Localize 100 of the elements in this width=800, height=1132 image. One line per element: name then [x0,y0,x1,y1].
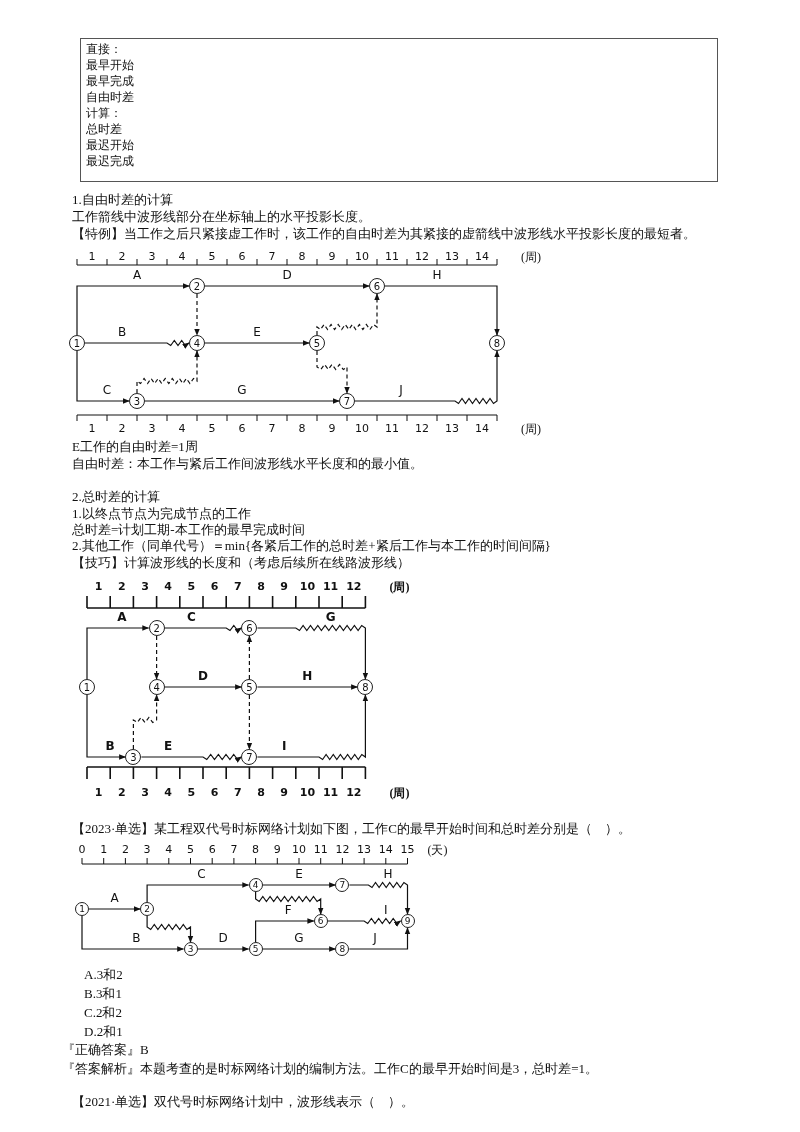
axis-unit: (周) [521,422,541,436]
arrow [246,635,253,680]
event-node: 3 [125,749,142,765]
list-item: 直接： [86,41,122,57]
tick-label: 6 [238,250,246,264]
edge-label: C [187,611,196,624]
tick-label: 12 [335,843,350,857]
list-item: 总时差 [86,121,122,137]
arrow [84,339,190,349]
list-item: 自由时差 [86,89,134,105]
event-node: 2 [189,278,205,294]
tick-label: 5 [187,786,196,800]
tick-label: 3 [141,786,149,800]
arrow [76,283,190,336]
text-line: 『正确答案』B [62,1041,149,1058]
event-node: 8 [489,335,505,351]
event-node: 8 [335,942,350,956]
text-line: 2.其他工作（同单代号）＝min{各紧后工作的总时差+紧后工作与本工作的时间间隔} [72,537,551,554]
arrow [88,906,141,912]
edge-label: J [399,384,403,397]
event-node: 7 [241,749,258,765]
event-node: 1 [75,902,89,916]
arrow [132,694,160,750]
event-node: 8 [357,679,374,695]
arrow [256,684,359,690]
text-line: A.3和2 [84,966,123,983]
tick-label: 5 [187,580,196,594]
tick-label: 9 [328,422,336,436]
arrow [262,882,337,888]
tick-label: 9 [328,250,336,264]
tick-label: 6 [208,843,216,857]
tick-label: 10 [292,843,306,857]
event-node: 7 [335,878,350,892]
arrow [86,625,150,680]
tick-label: 3 [148,422,156,436]
edge-label: B [105,740,115,753]
tick-label: 8 [257,786,265,800]
edge-label: G [325,611,336,624]
edge-label: A [110,892,119,905]
event-node: 5 [248,942,263,956]
text-line: D.2和1 [84,1023,123,1040]
tick-label: 6 [238,422,246,436]
arrow [316,293,380,336]
arrow [153,635,160,680]
text-line: B.3和1 [84,985,122,1002]
tick-label: 8 [257,580,265,594]
tick-label: 15 [400,843,415,857]
event-node: 3 [183,942,198,956]
arrow [204,283,370,289]
axis-unit: (周) [389,580,410,594]
arrow [86,694,127,760]
list-item: 最早完成 [86,73,134,89]
tick-label: 11 [322,786,339,800]
text-line: 【2021·单选】双代号时标网络计划中，波形线表示（ ）。 [72,1093,415,1110]
tick-label: 9 [273,843,281,857]
list-item: 最迟开始 [86,137,134,153]
tick-label: 8 [298,422,306,436]
tick-label: 5 [208,250,216,264]
tick-label: 1 [88,250,96,264]
tick-label: 8 [252,843,260,857]
tick-label: 10 [299,786,316,800]
tick-label: 4 [165,843,173,857]
edge-label: D [198,670,208,683]
text-line: 自由时差：本工作与紧后工作间波形线水平长度和的最小值。 [72,455,423,472]
text-line: C.2和2 [84,1004,122,1021]
axis-unit: (周) [521,250,541,264]
edge-label: A [132,269,142,282]
tick-label: 0 [78,843,86,857]
text-line: 『答案解析』本题考查的是时标网络计划的编制方法。工作C的最早开始时间是3，总时差=1。 [62,1060,598,1077]
list-item: 计算： [86,105,122,121]
text-line: 【特例】当工作之后只紧接虚工作时，该工作的自由时差为其紧接的虚箭线中波形线水平投影长度的最短者。 [72,225,696,242]
event-node: 7 [339,393,355,409]
arrow [164,624,242,634]
event-node: 5 [309,335,325,351]
arrow [256,694,369,761]
tick-label: 4 [178,422,186,436]
edge-label: F [284,904,292,917]
edge-label: E [164,740,173,753]
event-node: 4 [248,878,263,892]
arrow [140,753,242,763]
arrow [144,398,340,404]
event-node: 3 [129,393,145,409]
edge-label: E [295,868,303,881]
event-node: 6 [241,620,258,636]
list-item: 最早开始 [86,57,134,73]
tick-label: 7 [233,786,242,800]
arrow [196,946,250,952]
tick-label: 7 [230,843,238,857]
edge-label: A [117,611,127,624]
arrow [327,917,402,927]
event-node: 4 [189,335,205,351]
edge-label: C [197,868,206,881]
tick-label: 12 [415,422,429,436]
tick-label: 11 [313,843,328,857]
tick-label: 11 [385,250,399,264]
tick-label: 3 [148,250,156,264]
tick-label: 11 [385,422,399,436]
tick-label: 4 [178,250,186,264]
arrow [246,694,253,750]
edge-label: B [117,326,127,339]
